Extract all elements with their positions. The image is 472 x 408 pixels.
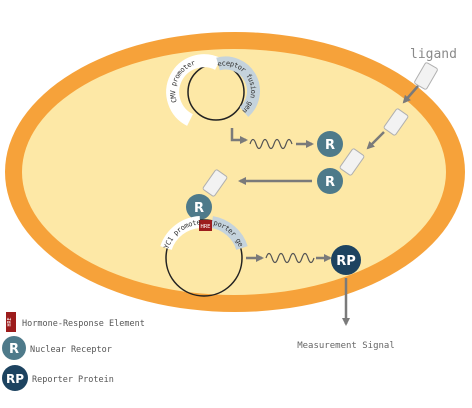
mrna-wave bbox=[265, 252, 315, 264]
svg-text:RP: RP bbox=[6, 372, 24, 386]
measurement-label: Measurement Signal bbox=[297, 341, 395, 351]
ligand-molecule bbox=[339, 148, 365, 176]
mrna-wave bbox=[249, 138, 293, 150]
nuclear-receptor-bound: R bbox=[317, 168, 343, 194]
svg-text:R: R bbox=[9, 342, 19, 357]
legend-hre: HRE Hormone-Response Element bbox=[6, 312, 145, 332]
ligand-entry-arrow bbox=[402, 85, 419, 104]
nuclear-receptor-at-hre: R bbox=[186, 194, 212, 220]
legend: HRE Hormone-Response Element R Nuclear R… bbox=[2, 312, 145, 391]
legend-hre-label: Hormone-Response Element bbox=[22, 319, 145, 329]
ligand-entry-arrow bbox=[366, 131, 385, 150]
ligand-molecule bbox=[414, 62, 438, 90]
svg-text:R: R bbox=[325, 138, 335, 153]
legend-nuclear-receptor-label: Nuclear Receptor bbox=[30, 345, 112, 355]
svg-text:R: R bbox=[194, 201, 204, 216]
legend-hre-swatch bbox=[6, 312, 16, 332]
svg-text:RP: RP bbox=[336, 254, 356, 269]
svg-text:HRE: HRE bbox=[7, 317, 13, 326]
legend-reporter-protein-icon bbox=[2, 365, 28, 391]
legend-reporter-protein: RP Reporter Protein bbox=[2, 365, 114, 391]
cytoplasm bbox=[22, 49, 446, 295]
nuclear-receptor: R bbox=[317, 131, 343, 157]
legend-nuclear-receptor: R Nuclear Receptor bbox=[2, 336, 112, 360]
hre-label: HRE bbox=[201, 224, 211, 230]
cell bbox=[5, 32, 465, 312]
reporter-protein: RP bbox=[331, 245, 361, 275]
ligand-molecule bbox=[383, 108, 409, 136]
hre-element bbox=[199, 220, 212, 231]
legend-nuclear-receptor-icon bbox=[2, 336, 26, 360]
ligand-molecule bbox=[202, 169, 228, 197]
transcription-arrow bbox=[230, 128, 248, 144]
svg-text:R: R bbox=[325, 175, 335, 190]
ligand-label: ligand bbox=[410, 47, 457, 62]
legend-reporter-protein-label: Reporter Protein bbox=[32, 375, 114, 385]
